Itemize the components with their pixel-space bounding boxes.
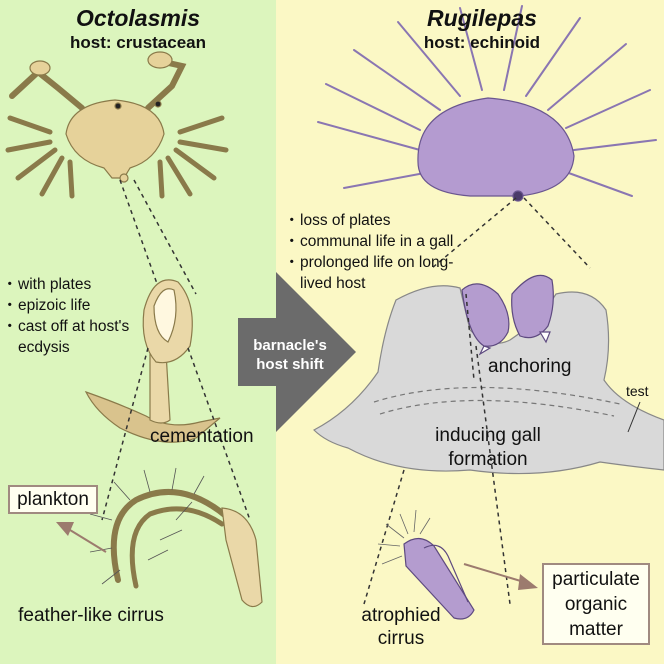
feather-cirrus-label: feather-like cirrus <box>18 605 164 626</box>
octolasmis-barnacle <box>84 279 221 443</box>
octolasmis-title: Octolasmis <box>76 5 200 31</box>
sea-urchin-illustration <box>317 5 657 202</box>
rugilepas-title: Rugilepas <box>427 5 537 31</box>
rugilepas-host: host: echinoid <box>423 33 541 52</box>
food-arrow <box>463 563 538 590</box>
trait-item: communal life in a gall <box>284 231 458 252</box>
cementation-label: cementation <box>150 426 254 447</box>
plankton-arrow <box>56 522 107 553</box>
gall-formation-label: inducing gall formation <box>435 425 541 470</box>
gall-illustration <box>312 285 664 475</box>
trait-item: epizoic life <box>2 295 156 316</box>
octolasmis-host: host: crustacean <box>69 33 207 52</box>
trait-item: with plates <box>2 274 156 295</box>
anchoring-label: anchoring <box>488 356 572 377</box>
trait-item: cast off at host's ecdysis <box>2 316 156 358</box>
rugilepas-traits: loss of plates communal life in a gall p… <box>284 210 458 294</box>
octolasmis-traits: with plates epizoic life cast off at hos… <box>2 274 156 358</box>
atrophied-cirrus <box>377 509 475 620</box>
host-shift-label: barnacle's host shift <box>253 337 327 373</box>
crab-illustration <box>5 51 229 199</box>
host-shift-arrow <box>238 272 356 432</box>
test-label: test <box>626 383 649 399</box>
test-pointer <box>627 401 641 433</box>
trait-item: prolonged life on long-lived host <box>284 252 458 294</box>
feather-cirrus <box>89 467 263 608</box>
trait-item: loss of plates <box>284 210 458 231</box>
atrophied-cirrus-label: atrophied cirrus <box>361 605 441 649</box>
rugilepas-barnacles <box>461 274 554 356</box>
plankton-box: plankton <box>8 485 98 514</box>
particulate-organic-matter-box: particulate organic matter <box>542 563 650 645</box>
